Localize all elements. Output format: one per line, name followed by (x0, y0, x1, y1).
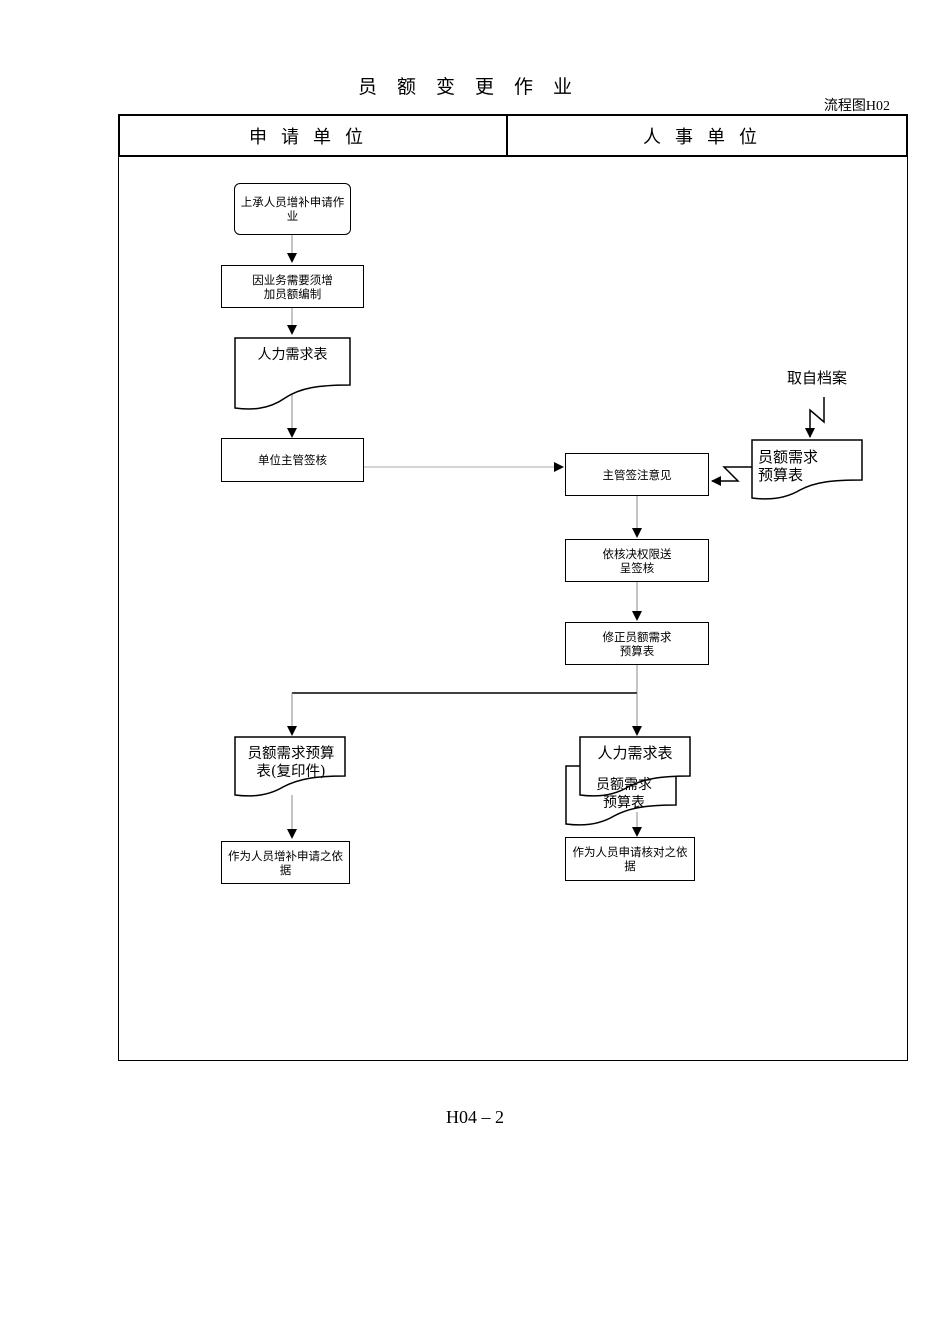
need-node: 因业务需要须增加员额编制 (221, 265, 364, 308)
revise-budget-node: 修正员额需求预算表 (565, 622, 709, 665)
approval-node: 依核决权限送呈签核 (565, 539, 709, 582)
basis-applicant-node: 作为人员增补申请之依据 (221, 841, 350, 884)
page-title: 员额变更作业 (357, 76, 592, 98)
archive-lightning (805, 397, 825, 438)
doc-shape-budget-copy (234, 736, 346, 797)
hr-front-form-label: 人力需求表 (597, 744, 673, 762)
page-footer: H04 – 2 (446, 1107, 504, 1127)
manpower-form-label: 人力需求表 (257, 347, 328, 363)
hr-back-form-label: 员额需求预算表 (596, 777, 652, 811)
budget-to-supervisor-lightning (711, 466, 752, 486)
budget-copy-label: 员额需求预算表(复印件) (247, 746, 335, 780)
archive-label: 取自档案 (786, 369, 847, 387)
chart-id: 流程图H02 (823, 99, 890, 114)
supervisor-note-node: 主管签注意见 (565, 453, 709, 496)
doc-shape-hr-front (579, 736, 691, 797)
start-node: 上承人员增补申请作业 (234, 183, 351, 235)
doc-shape-manpower (234, 337, 351, 410)
lane-header-hr: 人事单位 (506, 114, 908, 157)
doc-shape-budget-archive (751, 439, 863, 500)
basis-hr-node: 作为人员申请核对之依据 (565, 837, 695, 881)
budget-form-label: 员额需求预算表 (758, 448, 819, 484)
unit-review-node: 单位主管签核 (221, 438, 364, 482)
